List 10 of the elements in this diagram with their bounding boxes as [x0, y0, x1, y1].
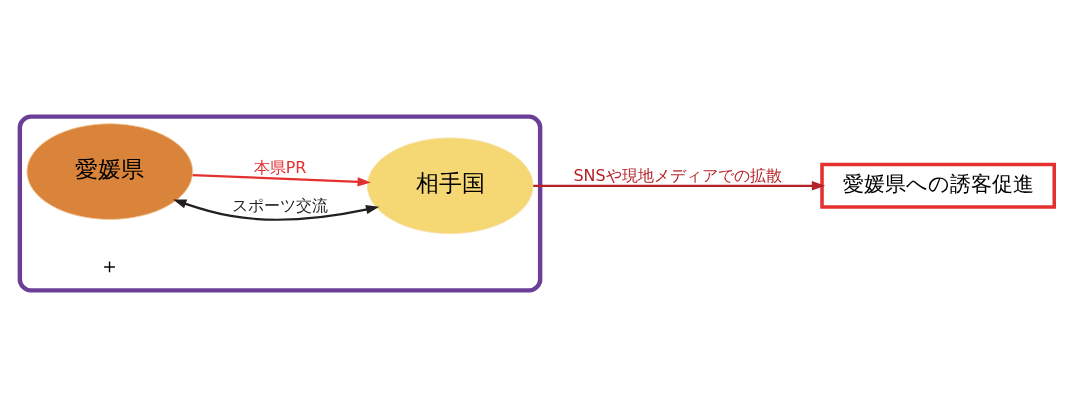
cluster — [17, 113, 543, 293]
edge-label: SNSや現地メディアでの拡散 — [573, 165, 782, 185]
label: ＋ — [99, 252, 121, 278]
edge-label: スポーツ交流 — [232, 195, 328, 215]
arrow — [533, 180, 826, 190]
arrow — [192, 173, 371, 187]
node-box: 愛媛県への誘客促進 — [820, 162, 1056, 209]
edge-label: 本県PR — [253, 157, 307, 177]
arrow — [173, 198, 380, 221]
node-ellipse: 愛媛県 — [26, 122, 194, 220]
